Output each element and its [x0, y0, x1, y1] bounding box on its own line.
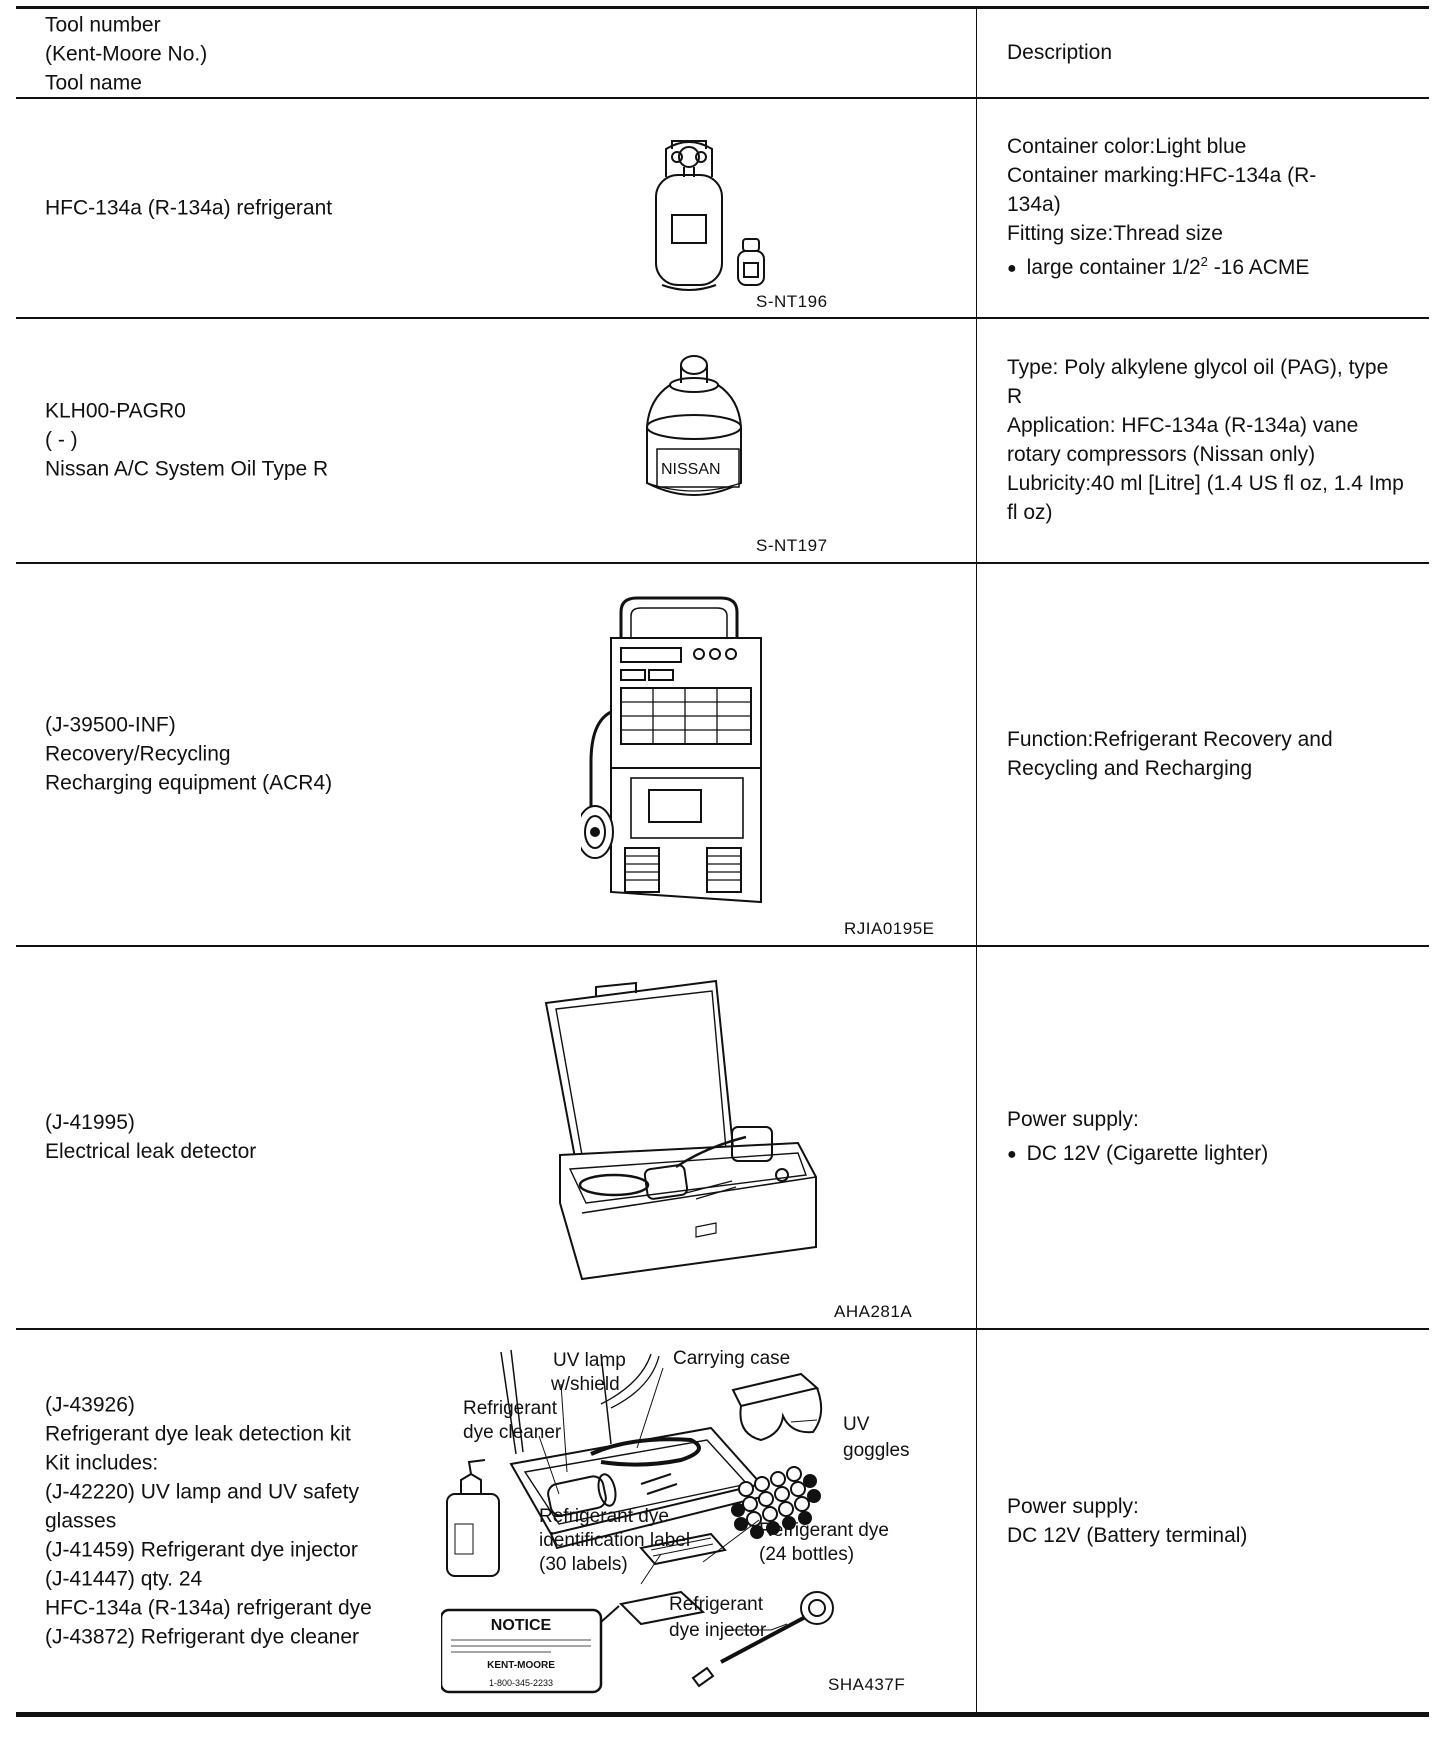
description-line: Fitting size:Thread size — [1007, 221, 1223, 245]
label-id-label-2: identification label — [539, 1530, 690, 1551]
oil-can-illustration: NISSAN — [646, 354, 742, 496]
tool-name: Refrigerant dye leak detection kit — [45, 1422, 351, 1446]
tool-cell-dye-kit: (J-43926) Refrigerant dye leak detection… — [16, 1328, 977, 1715]
illustration-code: S-NT197 — [756, 535, 828, 555]
description-line: Container color:Light blue — [1007, 134, 1247, 158]
tool-name: HFC-134a (R-134a) refrigerant — [45, 196, 333, 219]
tool-name-line: Recharging equipment (ACR4) — [45, 771, 333, 795]
description-cell: Power supply: DC 12V (Battery terminal) — [977, 1329, 1430, 1715]
bullet-text-tail: -16 ACME — [1207, 255, 1310, 279]
kit-item: (J-41447) qty. 24 — [45, 1567, 203, 1591]
kit-item: (J-41459) Refrigerant dye injector — [45, 1538, 358, 1562]
label-uv-lamp: UV lamp — [553, 1350, 626, 1371]
illustration-code: S-NT196 — [756, 291, 828, 311]
label-dye-injector: Refrigerant — [669, 1594, 764, 1615]
tool-cell-acr4: (J-39500-INF) Recovery/Recycling Recharg… — [16, 562, 977, 946]
description-cell: Function:Refrigerant Recovery and Recycl… — [977, 563, 1430, 946]
description-line: Container marking:HFC-134a (R-134a) — [1007, 163, 1317, 216]
special-service-tools-table: Tool number (Kent-Moore No.) Tool name D… — [16, 6, 1429, 1717]
kit-includes-label: Kit includes: — [45, 1451, 159, 1475]
tool-cell-leak-detector: (J-41995) Electrical leak detector AHA28… — [16, 945, 977, 1329]
label-uv-goggles: UV — [843, 1414, 870, 1435]
kit-item: (J-43872) Refrigerant dye cleaner — [45, 1625, 359, 1649]
tool-cell-refrigerant: HFC-134a (R-134a) refrigerant S-NT196 — [16, 97, 977, 318]
table-row: (J-41995) Electrical leak detector AHA28… — [16, 945, 1430, 1329]
can-label: NISSAN — [661, 461, 721, 478]
notice-title: NOTICE — [491, 1617, 552, 1634]
table-row: HFC-134a (R-134a) refrigerant S-NT196 Co — [16, 97, 1430, 318]
label-id-label: Refrigerant dye — [539, 1506, 669, 1527]
label-uv-goggles-2: goggles — [843, 1440, 910, 1461]
description-bullet: large container 1/22 -16 ACME — [1007, 253, 1429, 284]
tool-name-line: Recovery/Recycling — [45, 742, 231, 766]
notice-phone: 1-800-345-2233 — [489, 1678, 553, 1688]
label-dye-bottles-2: (24 bottles) — [759, 1544, 854, 1565]
label-id-label-3: (30 labels) — [539, 1554, 628, 1575]
header-description: Description — [1007, 41, 1113, 65]
header-tool-name: Tool name — [45, 71, 142, 95]
table-row: (J-43926) Refrigerant dye leak detection… — [16, 1328, 1430, 1715]
dye-leak-kit-illustration: NOTICE KENT-MOORE 1-800-345-2233 UV lamp… — [441, 1348, 910, 1693]
description-line: Power supply: — [1007, 1494, 1139, 1518]
tool-number: (J-41995) — [45, 1111, 135, 1134]
description-line: Power supply: — [1007, 1107, 1139, 1131]
description-cell: Power supply: DC 12V (Cigarette lighter) — [977, 946, 1430, 1329]
notice-brand: KENT-MOORE — [487, 1660, 555, 1671]
description-line: DC 12V (Battery terminal) — [1007, 1523, 1248, 1547]
description-line: Function:Refrigerant Recovery and Recycl… — [1007, 728, 1333, 780]
label-dye-bottles: Refrigerant dye — [759, 1520, 889, 1541]
table-header-row: Tool number (Kent-Moore No.) Tool name D… — [16, 7, 1430, 98]
table-row: (J-39500-INF) Recovery/Recycling Recharg… — [16, 562, 1430, 946]
description-line: Application: HFC-134a (R-134a) vane rota… — [1007, 414, 1359, 466]
label-carrying-case: Carrying case — [673, 1348, 790, 1369]
tool-number: KLH00-PAGR0 — [45, 399, 186, 423]
header-tool-number: Tool number — [45, 13, 161, 37]
tool-name: Nissan A/C System Oil Type R — [45, 457, 329, 481]
leak-detector-case-illustration — [544, 979, 817, 1280]
table-row: KLH00-PAGR0 ( - ) Nissan A/C System Oil … — [16, 317, 1430, 563]
header-kent-moore: (Kent-Moore No.) — [45, 42, 208, 66]
header-tool-number-cell: Tool number (Kent-Moore No.) Tool name — [16, 7, 977, 98]
kent-moore-number: ( - ) — [45, 428, 78, 452]
label-dye-cleaner-2: dye cleaner — [463, 1422, 562, 1443]
description-line: Lubricity:40 ml [Litre] (1.4 US fl oz, 1… — [1007, 472, 1404, 524]
label-dye-injector-2: dye injector — [669, 1620, 767, 1641]
illustration-code: SHA437F — [828, 1674, 906, 1694]
description-bullet: DC 12V (Cigarette lighter) — [1007, 1139, 1429, 1170]
kit-item: HFC-134a (R-134a) refrigerant dye — [45, 1596, 372, 1620]
refrigerant-container-illustration — [655, 139, 765, 291]
tool-number: (J-39500-INF) — [45, 713, 176, 737]
description-line: Type: Poly alkylene glycol oil (PAG), ty… — [1007, 356, 1389, 408]
description-cell: Type: Poly alkylene glycol oil (PAG), ty… — [977, 318, 1430, 563]
tool-name: Electrical leak detector — [45, 1140, 257, 1163]
label-dye-cleaner: Refrigerant — [463, 1398, 558, 1419]
bullet-text: DC 12V (Cigarette lighter) — [1026, 1141, 1269, 1165]
label-uv-lamp-shield: w/shield — [550, 1374, 620, 1395]
header-description-cell: Description — [977, 8, 1430, 98]
illustration-code: AHA281A — [834, 1301, 913, 1321]
bullet-superscript: 2 — [1200, 253, 1208, 269]
recovery-machine-illustration — [581, 596, 762, 903]
description-cell: Container color:Light blue Container mar… — [977, 98, 1430, 318]
bullet-text: large container 1/2 — [1026, 255, 1201, 279]
tool-number: (J-43926) — [45, 1393, 135, 1417]
kit-item: (J-42220) UV lamp and UV safety glasses — [45, 1480, 359, 1533]
illustration-code: RJIA0195E — [844, 918, 935, 938]
tool-cell-oil: KLH00-PAGR0 ( - ) Nissan A/C System Oil … — [16, 317, 977, 563]
